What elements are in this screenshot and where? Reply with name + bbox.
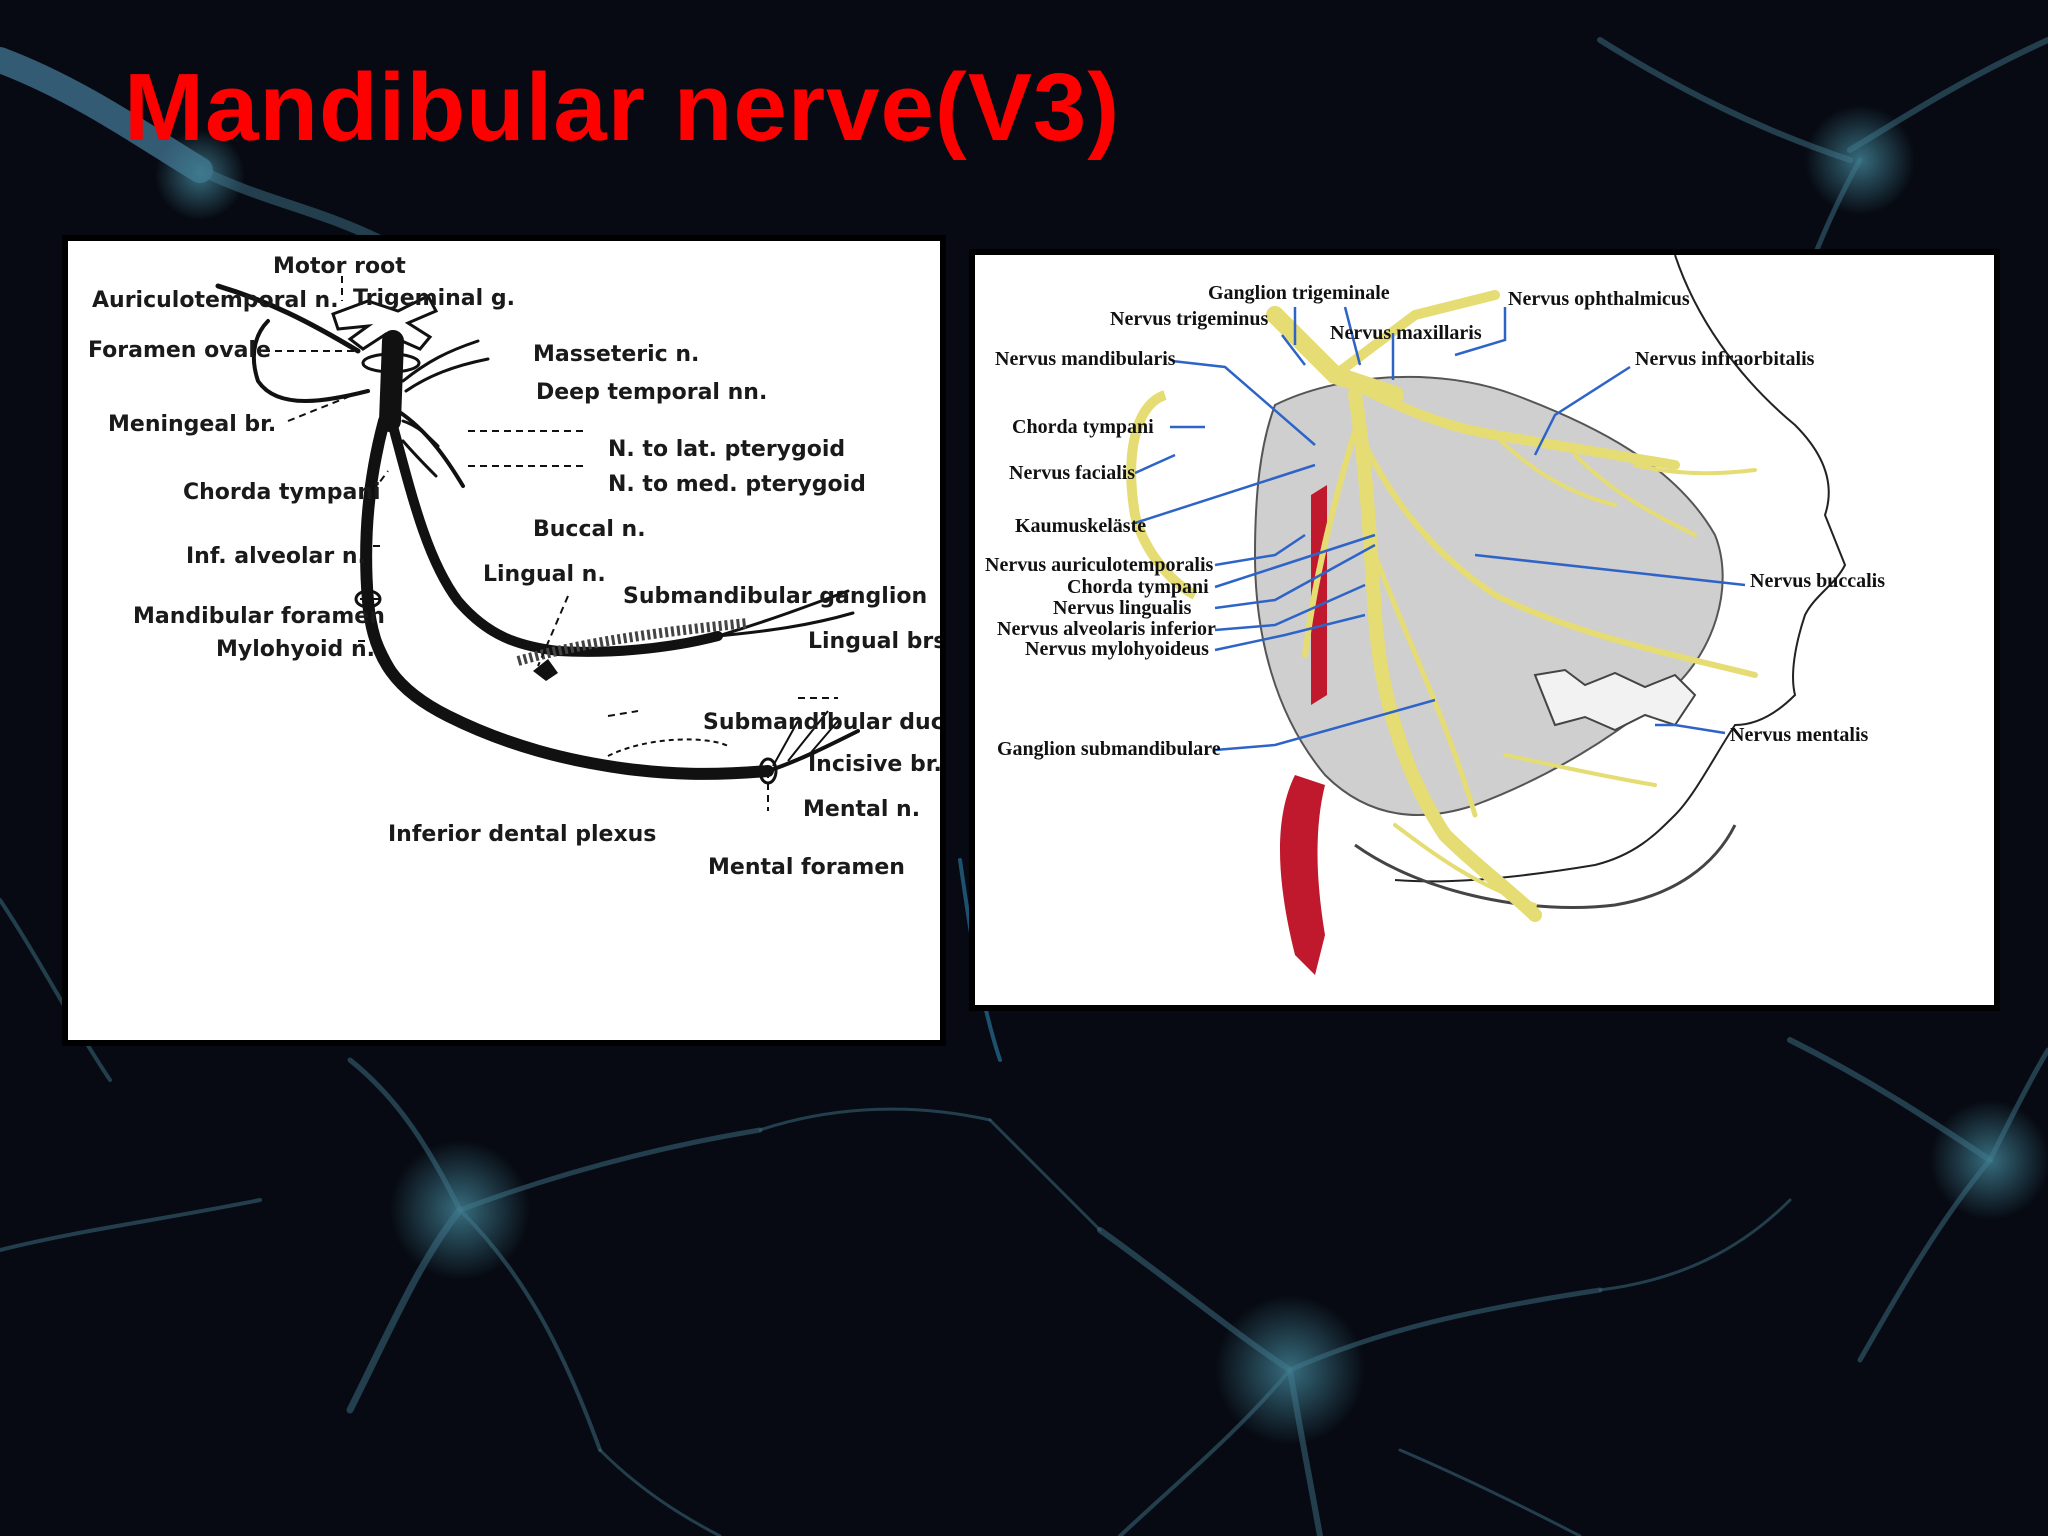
label-mandibular-foramen: Mandibular foramen bbox=[133, 604, 385, 629]
label-nervus-mentalis: Nervus mentalis bbox=[1730, 724, 1869, 746]
label-auriculotemporal-nerve: Auriculotemporal n. bbox=[92, 288, 339, 313]
label-nervus-mandibularis: Nervus mandibularis bbox=[995, 348, 1176, 370]
label-ganglion-trigeminale: Ganglion trigeminale bbox=[1208, 282, 1390, 304]
trigeminal-ganglion bbox=[331, 294, 439, 351]
label-foramen-ovale: Foramen ovale bbox=[88, 338, 271, 363]
label-motor-root: Motor root bbox=[273, 254, 406, 279]
slide-title: Mandibular nerve(V3) bbox=[124, 54, 1121, 161]
submandibular-ganglion-shape bbox=[533, 659, 558, 681]
label-lingual-branches: Lingual brs bbox=[808, 629, 940, 654]
masseteric-nerve bbox=[401, 339, 480, 383]
label-submandibular-ganglion: Submandibular ganglion bbox=[623, 584, 927, 609]
mylohyoid-nerve bbox=[366, 599, 435, 713]
label-nervus-infraorbitalis: Nervus infraorbitalis bbox=[1635, 348, 1815, 370]
deep-temporal-nerve bbox=[404, 357, 490, 393]
inferior-dental-plexus bbox=[607, 738, 729, 757]
mandibular-foramen-ring bbox=[354, 589, 382, 609]
mandible-lower bbox=[1354, 824, 1737, 909]
label-nervus-auriculotemporalis: Nervus auriculotemporalis bbox=[985, 554, 1214, 576]
label-nervus-facialis: Nervus facialis bbox=[1009, 462, 1135, 484]
incisive-branches bbox=[772, 710, 839, 767]
label-nervus-alveolaris-inferior: Nervus alveolaris inferior bbox=[997, 618, 1216, 640]
label-chorda-tympani-top: Chorda tympani bbox=[1012, 416, 1154, 438]
buccal-nerve bbox=[396, 409, 465, 488]
label-nervus-buccalis: Nervus buccalis bbox=[1750, 570, 1885, 592]
inferior-alveolar-nerve bbox=[360, 415, 774, 780]
foramen-ovale-ring bbox=[361, 352, 421, 374]
label-buccal-nerve: Buccal n. bbox=[533, 517, 646, 542]
label-mental-foramen: Mental foramen bbox=[708, 855, 905, 880]
mandibular-nerve-schematic: Motor root Auriculotemporal n. Trigemina… bbox=[88, 254, 940, 880]
lateral-pterygoid-nerve bbox=[401, 419, 440, 448]
label-mylohyoid-nerve: Mylohyoid n. bbox=[216, 637, 375, 662]
label-trigeminal-ganglion: Trigeminal g. bbox=[353, 286, 515, 311]
label-meningeal-branch: Meningeal br. bbox=[108, 412, 276, 437]
lingual-nerve bbox=[388, 421, 723, 657]
label-lingual-nerve: Lingual n. bbox=[483, 562, 606, 587]
label-submandibular-duct: Submandibular duct bbox=[703, 710, 940, 735]
label-incisive-branch: Incisive br. bbox=[808, 752, 940, 777]
label-kaumuskelaste: Kaumuskeläste bbox=[1015, 515, 1146, 537]
label-nerve-to-lateral-pterygoid: N. to lat. pterygoid bbox=[608, 437, 845, 462]
label-nervus-mylohyoideus: Nervus mylohyoideus bbox=[1025, 638, 1209, 660]
label-nervus-maxillaris: Nervus maxillaris bbox=[1330, 322, 1482, 344]
meningeal-branch bbox=[251, 319, 370, 403]
auriculotemporal-nerve bbox=[215, 283, 361, 354]
label-deep-temporal-nerves: Deep temporal nn. bbox=[536, 380, 767, 405]
ear-outline bbox=[1126, 390, 1198, 600]
label-nerve-to-medial-pterygoid: N. to med. pterygoid bbox=[608, 472, 866, 497]
label-nervus-lingualis: Nervus lingualis bbox=[1053, 597, 1192, 619]
teeth-row bbox=[1533, 668, 1697, 732]
label-chorda-tympani: Chorda tympani bbox=[183, 480, 381, 505]
medial-pterygoid-nerve bbox=[401, 439, 438, 478]
label-ganglion-submandibulare: Ganglion submandibulare bbox=[997, 738, 1221, 760]
lingual-branches bbox=[716, 589, 855, 638]
mandibular-nerve-schematic-panel: Motor root Auriculotemporal n. Trigemina… bbox=[62, 235, 946, 1046]
label-masseteric-nerve: Masseteric n. bbox=[533, 342, 699, 367]
gray-anatomy-illustration-panel: Ganglion trigeminale Nervus ophthalmicus… bbox=[969, 249, 2000, 1011]
label-mental-nerve: Mental n. bbox=[803, 797, 920, 822]
label-inferior-alveolar-nerve: Inf. alveolar n. bbox=[186, 544, 366, 569]
nerve-branches bbox=[1266, 290, 1758, 922]
label-inferior-dental-plexus: Inferior dental plexus bbox=[388, 822, 656, 847]
face-profile-outline bbox=[1394, 255, 1847, 883]
trigeminal-nerve-illustration: Ganglion trigeminale Nervus ophthalmicus… bbox=[985, 255, 1885, 975]
label-nervus-trigeminus: Nervus trigeminus bbox=[1110, 308, 1269, 330]
label-chorda-tympani-bottom: Chorda tympani bbox=[1067, 576, 1209, 598]
label-nervus-ophthalmicus: Nervus ophthalmicus bbox=[1508, 288, 1690, 310]
